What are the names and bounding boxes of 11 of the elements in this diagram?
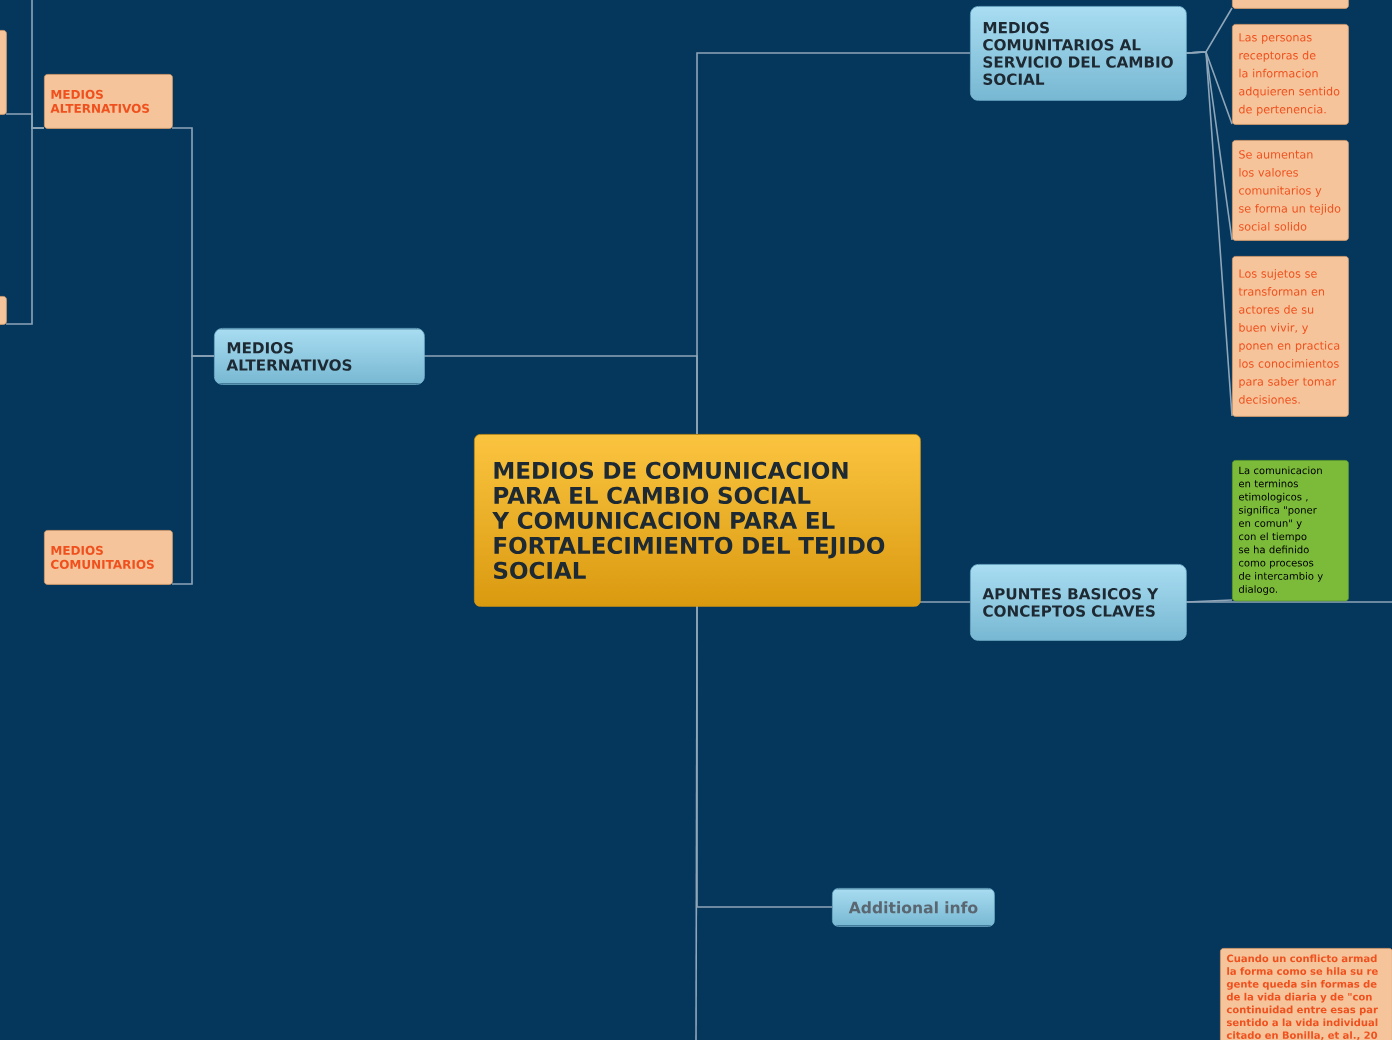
empty-box <box>1232 0 1349 9</box>
central-topic-box: MEDIOS DE COMUNICACION PARA EL CAMBIO SOCIAL Y COMUNICACION PARA EL FORTALECIMIENTO DEL TEJIDO SOCIAL <box>474 434 921 607</box>
connector-line <box>695 605 698 1040</box>
empty-box <box>0 30 7 115</box>
connector-line <box>1185 601 1392 603</box>
connector-line <box>1185 51 1233 417</box>
empty-box <box>0 296 7 325</box>
connector-line <box>31 0 45 129</box>
connector-line <box>423 355 698 435</box>
connector-line <box>919 601 971 603</box>
connector-line <box>171 355 215 585</box>
